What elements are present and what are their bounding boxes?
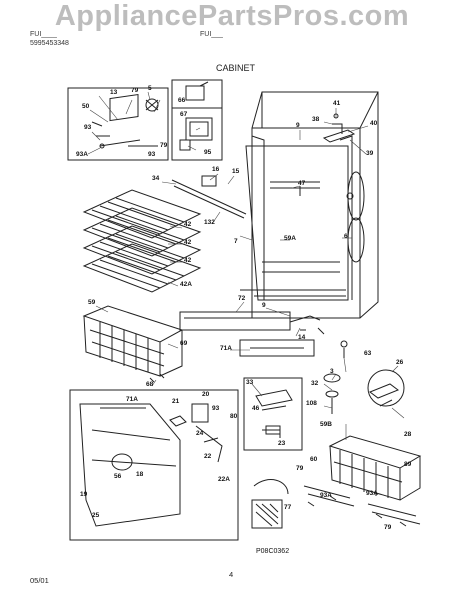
callout-33: 33 [246, 379, 254, 386]
part-number-left: 5995453348 [30, 40, 69, 47]
callout-5: 5 [148, 85, 152, 92]
callout-79: 79 [131, 87, 139, 94]
callout-50: 50 [82, 103, 90, 110]
callout-9: 9 [296, 122, 300, 129]
callout-42: 42 [184, 221, 192, 228]
callout-9b: 9 [262, 302, 266, 309]
callout-24: 24 [196, 430, 204, 437]
callout-79d: 79 [384, 524, 392, 531]
callout-7: 7 [234, 238, 238, 245]
fan-motor-drawing [91, 94, 159, 149]
callout-6: 6 [344, 233, 348, 240]
callout-80: 80 [230, 413, 238, 420]
callout-59b: 59B [320, 421, 332, 428]
footer-date: 05/01 [30, 576, 49, 585]
callout-77: 77 [284, 504, 292, 511]
callout-22a: 22A [218, 476, 230, 483]
callout-56: 56 [114, 473, 122, 480]
callout-18: 18 [136, 471, 144, 478]
fan-motor-inset-box [67, 87, 169, 161]
callout-69: 69 [180, 340, 188, 347]
grille-drawing [239, 339, 315, 357]
callout-93a-c: 93A [366, 490, 378, 497]
lower-basket-drawing [328, 435, 422, 501]
callout-26: 26 [396, 359, 404, 366]
callout-15: 15 [232, 168, 240, 175]
parts-circle-26 [367, 369, 405, 407]
wire-shelves-drawing [82, 189, 202, 293]
cabinet-body-drawing [240, 91, 379, 319]
callout-71a-b: 71A [126, 396, 138, 403]
callout-16: 16 [212, 166, 220, 173]
callout-89: 89 [404, 461, 412, 468]
callout-93: 93 [84, 124, 92, 131]
callout-42b: 42 [184, 239, 192, 246]
callout-21: 21 [172, 398, 180, 405]
callout-132: 132 [204, 219, 215, 226]
callout-93a-b: 93A [320, 492, 332, 499]
callout-79c: 79 [296, 465, 304, 472]
callout-19: 19 [80, 491, 88, 498]
callout-71a: 71A [220, 345, 232, 352]
callout-72: 72 [238, 295, 246, 302]
callout-13: 13 [110, 89, 118, 96]
callout-47: 47 [298, 180, 306, 187]
light-cover-drawing [251, 499, 283, 529]
kick-plate-drawing [179, 311, 291, 331]
callout-42a: 42A [180, 281, 192, 288]
callout-40: 40 [370, 120, 378, 127]
callout-93b: 93 [148, 151, 156, 158]
callout-23: 23 [278, 440, 286, 447]
callout-59a: 59A [284, 235, 296, 242]
top-hinge-drawing [322, 123, 356, 143]
callout-46: 46 [252, 405, 260, 412]
base-panel-inset-box [69, 389, 239, 541]
callout-67: 67 [180, 111, 188, 118]
callout-63: 63 [364, 350, 372, 357]
callout-39: 39 [366, 150, 374, 157]
model-number-center: FUI___ [200, 31, 223, 38]
callout-42c: 42 [184, 257, 192, 264]
callout-38: 38 [312, 116, 320, 123]
callout-32: 32 [311, 380, 319, 387]
basket-drawing [82, 305, 184, 377]
page-number: 4 [229, 570, 234, 579]
watermark: AppliancePartsPros.com [54, 0, 410, 32]
callout-3: 3 [330, 368, 334, 375]
callout-41: 41 [333, 100, 341, 107]
callout-14: 14 [298, 334, 306, 341]
callout-25: 25 [92, 512, 100, 519]
diagram-code: P08C0362 [256, 548, 290, 555]
callout-66: 66 [178, 97, 186, 104]
callout-68: 68 [146, 381, 154, 388]
section-title: CABINET [216, 63, 256, 73]
callout-95: 95 [204, 149, 212, 156]
callout-28: 28 [404, 431, 412, 438]
callout-20: 20 [202, 391, 210, 398]
callout-60: 60 [310, 456, 318, 463]
callout-22: 22 [204, 453, 212, 460]
callout-79b: 79 [160, 142, 168, 149]
control-box-inset-box [243, 377, 303, 451]
control-inset-box [171, 107, 223, 161]
callout-108: 108 [306, 400, 317, 407]
base-panel-drawing [79, 403, 181, 527]
model-number-left: FUI____ [30, 31, 57, 38]
callout-34: 34 [152, 175, 160, 182]
callout-59: 59 [88, 299, 96, 306]
callout-93c: 93 [212, 405, 220, 412]
callout-93a: 93A [76, 151, 88, 158]
